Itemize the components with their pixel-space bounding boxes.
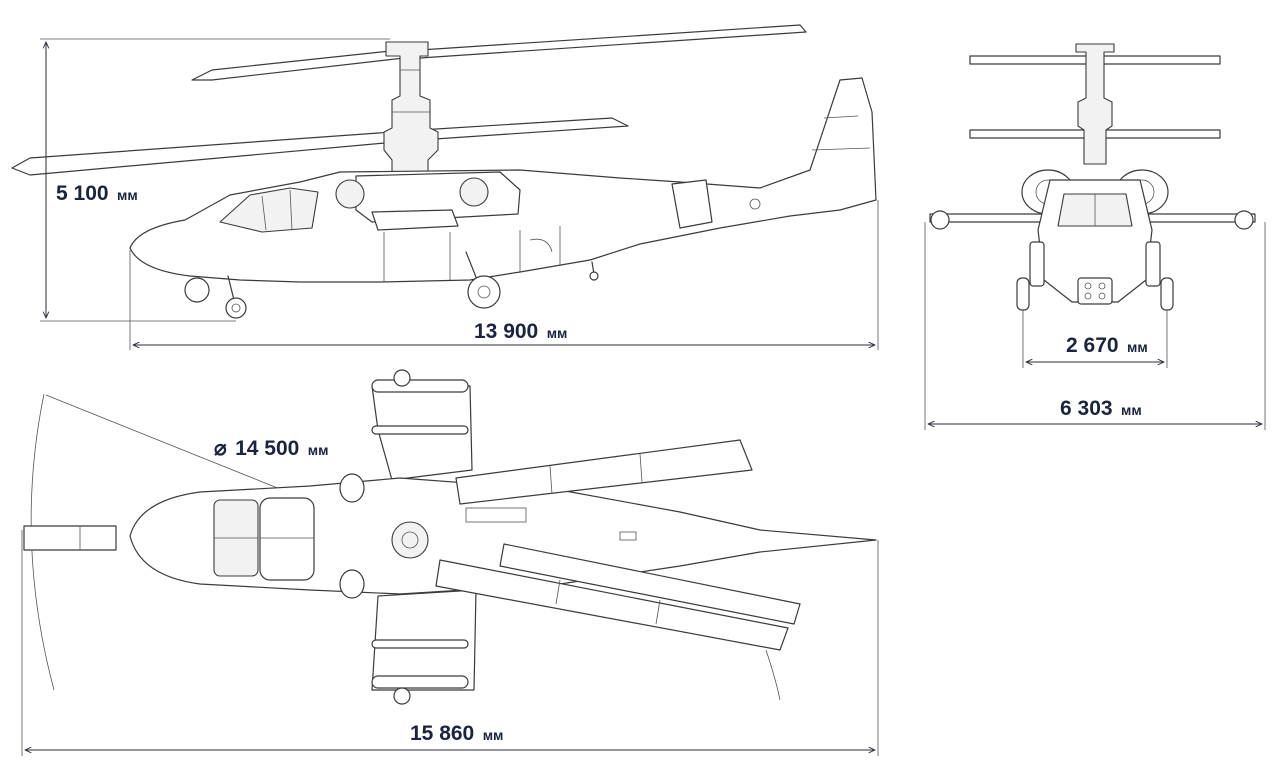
length-unit: мм xyxy=(547,325,568,341)
height-dimension xyxy=(40,38,390,322)
gear-track-unit: мм xyxy=(1127,339,1148,355)
rotor-mast xyxy=(383,41,439,176)
rotor-diameter-unit: мм xyxy=(308,442,329,458)
height-label: 5 100 мм xyxy=(56,182,138,205)
length-value: 13 900 xyxy=(474,320,538,343)
top-blade-lower-2 xyxy=(499,543,801,625)
nose-landing-gear xyxy=(184,275,247,319)
span-label: 6 303 мм xyxy=(1060,397,1142,420)
rotor-diameter-value: 14 500 xyxy=(235,437,299,460)
lower-rotor-blade xyxy=(11,117,629,176)
main-landing-gear xyxy=(465,251,501,309)
top-rotor-hub xyxy=(391,521,429,559)
length-label: 13 900 мм xyxy=(474,320,567,343)
front-view xyxy=(929,43,1256,311)
span-value: 6 303 xyxy=(1060,397,1113,420)
overall-length-value: 15 860 xyxy=(410,722,474,745)
stub-wing xyxy=(371,209,459,231)
rotor-diameter-label: ⌀ 14 500 мм xyxy=(214,437,329,460)
gear-track-dimension xyxy=(1022,310,1168,368)
front-rotor-mast xyxy=(1075,43,1115,165)
height-value: 5 100 xyxy=(56,182,109,205)
length-dimension xyxy=(129,200,879,350)
top-blade-upper xyxy=(455,439,753,505)
canopy xyxy=(219,187,319,233)
top-fuselage xyxy=(129,477,877,595)
rotor-diameter-symbol: ⌀ xyxy=(214,437,227,460)
height-unit: мм xyxy=(117,187,138,203)
top-view xyxy=(23,369,877,705)
overall-length-dimension xyxy=(21,530,879,756)
top-blade-lower xyxy=(435,559,789,651)
gear-track-label: 2 670 мм xyxy=(1066,334,1148,357)
gear-track-value: 2 670 xyxy=(1066,334,1119,357)
cannon-fairing xyxy=(671,179,713,229)
span-dimension xyxy=(924,222,1266,430)
overall-length-label: 15 860 мм xyxy=(410,722,503,745)
side-view xyxy=(11,24,877,319)
overall-length-unit: мм xyxy=(483,727,504,743)
span-unit: мм xyxy=(1121,402,1142,418)
upper-rotor-blade xyxy=(191,24,807,81)
